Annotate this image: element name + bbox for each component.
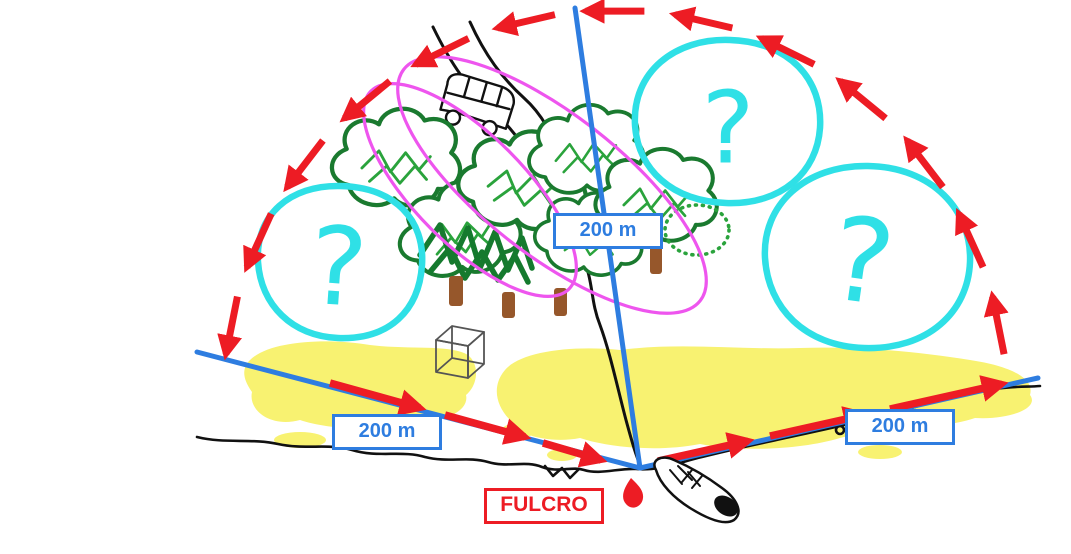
magenta-perimeter-loop	[362, 55, 708, 315]
tree-trunk	[449, 276, 463, 306]
question-mark-top-right: ?	[701, 70, 754, 187]
zone-circle-left	[254, 182, 426, 342]
perimeter-arc-arrows	[217, 0, 1009, 361]
direction-arrow	[668, 6, 734, 32]
direction-arrow	[903, 135, 946, 190]
zone-circle-top-right	[631, 36, 824, 207]
question-mark-right: ?	[822, 191, 902, 333]
direction-arrow	[657, 432, 755, 465]
direction-arrow	[328, 379, 427, 416]
direction-arrow	[444, 411, 532, 445]
cube-sketch	[435, 325, 485, 379]
direction-arrow	[410, 35, 471, 68]
fulcro-label: FULCRO	[484, 488, 604, 524]
fulcro-drop-marker	[623, 478, 644, 508]
direction-arrow	[983, 290, 1009, 355]
distance-label-top: 200 m	[553, 213, 663, 249]
direction-arrow	[541, 439, 608, 468]
distance-label-right: 200 m	[845, 409, 955, 445]
tree-trunk	[650, 244, 662, 274]
zone-circle-right	[761, 162, 974, 352]
direction-arrow	[835, 77, 888, 122]
direction-arrow	[283, 138, 326, 193]
direction-arrow	[955, 207, 987, 269]
tree-trunk	[502, 292, 515, 318]
distance-label-left: 200 m	[332, 414, 442, 450]
direction-arrow	[217, 295, 242, 361]
direction-arrow	[491, 11, 556, 36]
direction-arrow	[243, 212, 275, 273]
direction-arrow	[889, 375, 1009, 413]
footprint-sketch	[653, 456, 740, 524]
direction-arrow	[755, 35, 816, 68]
tree-cluster	[332, 98, 731, 318]
question-mark-left: ?	[305, 204, 371, 333]
unknown-zones: ? ? ?	[254, 36, 974, 352]
direction-arrow	[339, 78, 393, 123]
dotted-bush	[663, 203, 731, 257]
